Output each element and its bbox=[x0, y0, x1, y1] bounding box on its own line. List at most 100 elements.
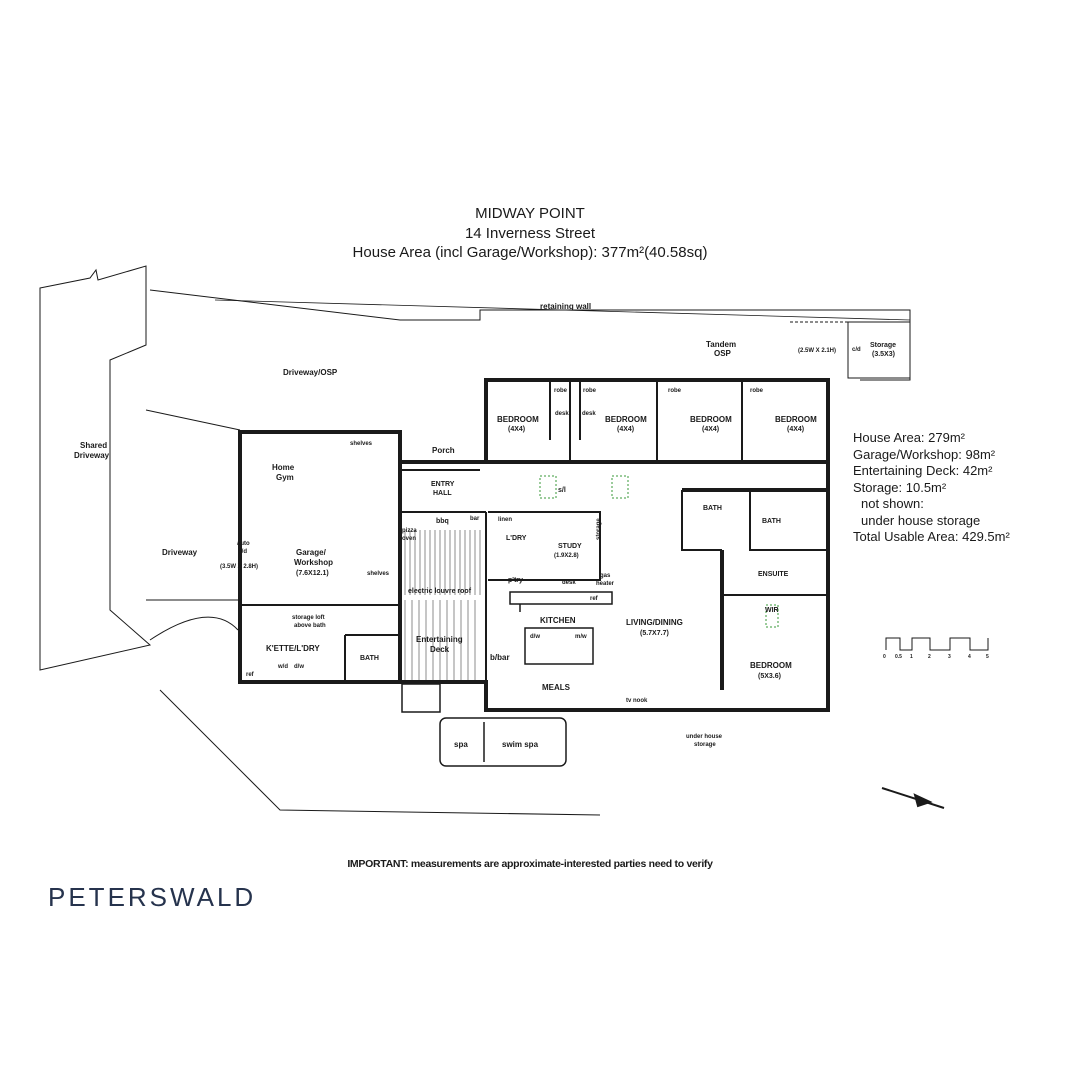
area-storage: Storage: 10.5m² bbox=[853, 479, 947, 495]
label-shelves-top: shelves bbox=[350, 441, 373, 447]
spa-pool bbox=[439, 717, 567, 767]
label-wir: WIR bbox=[765, 607, 779, 614]
area-garage: Garage/Workshop: 98m² bbox=[853, 446, 996, 462]
label-living-size: (5.7X7.7) bbox=[640, 630, 669, 637]
label-under-house: under house bbox=[686, 734, 723, 740]
label-cd: c/d bbox=[852, 347, 861, 353]
kitchen-bench bbox=[509, 591, 613, 605]
label-storage-size: (3.5X3) bbox=[872, 351, 895, 358]
label-kitchen: KITCHEN bbox=[540, 616, 576, 625]
label-hall: HALL bbox=[433, 490, 452, 497]
label-storage-vertical: storage bbox=[596, 518, 602, 540]
scale-mark-1: 1 bbox=[910, 654, 913, 660]
label-deck: Deck bbox=[430, 645, 450, 654]
north-arrow-icon bbox=[881, 787, 945, 809]
label-spa: spa bbox=[454, 740, 468, 749]
label-bath-1: BATH bbox=[703, 505, 722, 512]
label-bedroom-4: BEDROOM bbox=[775, 415, 817, 424]
label-bedroom-3-size: (4X4) bbox=[702, 426, 719, 433]
label-driveway-osp: Driveway/OSP bbox=[283, 368, 338, 377]
main-house-wall bbox=[400, 460, 830, 712]
scale-mark-3: 3 bbox=[948, 654, 951, 660]
label-bbq: bbq bbox=[436, 518, 449, 525]
brand-logo: PETERSWALD bbox=[48, 882, 257, 912]
label-ldry: L'DRY bbox=[506, 535, 527, 542]
label-bedroom-main: BEDROOM bbox=[750, 661, 792, 670]
label-ensuite: ENSUITE bbox=[758, 571, 789, 578]
driveway-edge bbox=[145, 409, 241, 431]
label-meals: MEALS bbox=[542, 683, 571, 692]
measurement-disclaimer: IMPORTANT: measurements are approximate-… bbox=[347, 858, 713, 870]
label-bedroom-1-size: (4X4) bbox=[508, 426, 525, 433]
label-gas: gas bbox=[600, 573, 611, 579]
label-robe-1: robe bbox=[554, 388, 568, 394]
retaining-wall-line bbox=[214, 299, 911, 321]
lower-boundary bbox=[159, 689, 601, 816]
label-ptry: p'try bbox=[508, 577, 523, 584]
label-garage-size: (7.6X12.1) bbox=[296, 570, 329, 577]
area-house: House Area: 279m² bbox=[853, 430, 966, 445]
label-driveway-left: Driveway bbox=[162, 548, 198, 557]
label-dw-garage: d/w bbox=[294, 664, 304, 670]
label-oven: oven bbox=[402, 536, 416, 542]
label-mw: m/w bbox=[575, 634, 587, 640]
skylights bbox=[539, 475, 779, 628]
plan-suburb: MIDWAY POINT bbox=[475, 205, 585, 222]
label-living: LIVING/DINING bbox=[626, 618, 683, 627]
label-bar: bar bbox=[470, 516, 480, 522]
label-entry: ENTRY bbox=[431, 481, 455, 488]
area-deck: Entertaining Deck: 42m² bbox=[853, 463, 993, 478]
label-wd: w/d bbox=[277, 664, 288, 670]
label-tandem: Tandem bbox=[706, 340, 736, 349]
label-electric-louvre: electric louvre roof bbox=[408, 588, 472, 595]
label-ref-garage: ref bbox=[246, 672, 255, 678]
label-bedroom-1: BEDROOM bbox=[497, 415, 539, 424]
label-swim-spa: swim spa bbox=[502, 740, 539, 749]
label-dw-kitchen: d/w bbox=[530, 634, 540, 640]
area-not-shown: not shown: bbox=[861, 496, 924, 511]
scale-mark-4: 4 bbox=[968, 654, 971, 660]
label-desk-study: desk bbox=[562, 580, 576, 586]
plan-street: 14 Inverness Street bbox=[464, 225, 596, 242]
label-linen: linen bbox=[498, 517, 512, 523]
label-shared-driveway: Driveway bbox=[74, 451, 110, 460]
label-home: Home bbox=[272, 463, 295, 472]
label-study-size: (1.9X2.8) bbox=[554, 553, 579, 559]
label-sl: s/l bbox=[558, 487, 566, 494]
label-osp: OSP bbox=[714, 349, 732, 358]
deck-louvre-hatch bbox=[404, 530, 481, 680]
label-desk-1: desk bbox=[555, 411, 569, 417]
label-study: STUDY bbox=[558, 543, 582, 550]
scale-bar bbox=[885, 637, 989, 651]
label-garage-bath: BATH bbox=[360, 655, 379, 662]
label-bedroom-2: BEDROOM bbox=[605, 415, 647, 424]
plan-house-area: House Area (incl Garage/Workshop): 377m²… bbox=[352, 244, 708, 261]
label-storage-loft: storage loft bbox=[292, 615, 325, 621]
label-robe-2: robe bbox=[583, 388, 597, 394]
label-above-bath: above bath bbox=[294, 623, 326, 629]
label-robe-3: robe bbox=[668, 388, 682, 394]
label-bath-2: BATH bbox=[762, 518, 781, 525]
label-retaining-wall: retaining wall bbox=[540, 302, 591, 311]
label-robe-4: robe bbox=[750, 388, 764, 394]
label-garage: Garage/ bbox=[296, 548, 327, 557]
scale-mark-2: 2 bbox=[928, 654, 931, 660]
storage-box bbox=[847, 321, 911, 379]
garage-wall bbox=[238, 430, 402, 684]
label-under-house-storage: storage bbox=[694, 742, 716, 748]
scale-mark-0: 0 bbox=[883, 654, 886, 660]
label-ref-kitchen: ref bbox=[590, 596, 599, 602]
label-heater: heater bbox=[596, 581, 615, 587]
deck-stairs bbox=[401, 683, 441, 713]
label-gym: Gym bbox=[276, 473, 294, 482]
label-desk-2: desk bbox=[582, 411, 596, 417]
label-storage-dims: (2.5W X 2.1H) bbox=[798, 348, 836, 354]
label-entertaining: Entertaining bbox=[416, 635, 463, 644]
label-tv-nook: tv nook bbox=[626, 698, 648, 704]
label-workshop: Workshop bbox=[294, 558, 333, 567]
scale-mark-05: 0.5 bbox=[895, 654, 902, 660]
shared-driveway-boundary bbox=[39, 265, 152, 671]
label-bedroom-2-size: (4X4) bbox=[617, 426, 634, 433]
label-pizza: pizza bbox=[402, 528, 417, 534]
